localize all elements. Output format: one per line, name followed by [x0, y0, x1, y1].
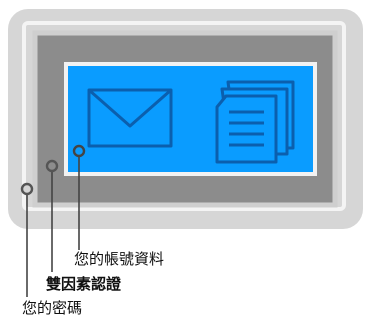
outer-layer-inner-border	[22, 21, 346, 211]
two-factor-label: 雙因素認證	[46, 275, 122, 293]
password-label: 您的密碼	[22, 299, 83, 317]
envelope-icon	[87, 88, 173, 148]
callout-two-factor	[45, 159, 59, 272]
account-data-label: 您的帳號資料	[74, 250, 165, 268]
callout-account-data	[72, 144, 86, 250]
document-stack-icon	[215, 80, 295, 164]
callout-password	[20, 182, 34, 297]
